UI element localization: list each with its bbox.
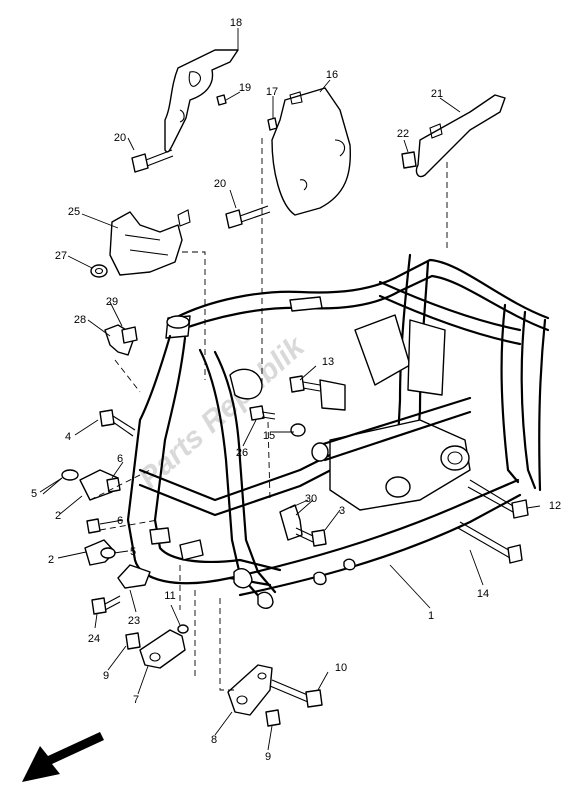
callout-4: 4: [65, 431, 71, 443]
callout-17: 17: [266, 86, 278, 98]
callout-30: 30: [305, 493, 317, 505]
part-23-bracket: [117, 564, 151, 589]
part-7-plate: [139, 629, 186, 669]
part-15-washer: [290, 423, 306, 437]
leader-lines: [39, 28, 541, 751]
assembly-lines: [89, 138, 448, 691]
callout-19: 19: [239, 82, 251, 94]
callout-9-lower: 9: [265, 751, 271, 763]
callout-2-upper: 2: [55, 510, 61, 522]
front-arrow-icon: [22, 732, 104, 782]
part-4-bolt: [99, 409, 136, 437]
callout-22: 22: [397, 128, 409, 140]
part-22-bolt: [401, 151, 417, 169]
callout-5-lower: 5: [130, 546, 136, 558]
part-20-bolt-lower: [225, 205, 271, 229]
part-25-bracket: [109, 211, 183, 276]
callout-20-upper: 20: [114, 132, 126, 144]
callout-2-lower: 2: [48, 554, 54, 566]
part-9-bolt-lower: [265, 709, 281, 727]
callout-3: 3: [339, 505, 345, 517]
callout-9-upper: 9: [103, 670, 109, 682]
callout-15: 15: [263, 430, 275, 442]
callout-7: 7: [133, 694, 139, 706]
callout-13: 13: [322, 356, 334, 368]
callout-1: 1: [428, 610, 434, 622]
part-24-bolt: [91, 595, 121, 615]
callout-11: 11: [164, 590, 175, 602]
callout-10: 10: [335, 662, 347, 674]
callout-14: 14: [477, 588, 489, 600]
callout-20-lower: 20: [214, 178, 226, 190]
part-20-bolt-upper: [131, 149, 174, 173]
part-9-bolt-upper: [125, 632, 141, 650]
main-frame: [126, 253, 550, 609]
part-6-bolt-upper: [106, 477, 121, 493]
callout-27: 27: [55, 250, 67, 262]
part-17-clip: [267, 117, 278, 131]
part-5-washer-lower: [100, 547, 116, 559]
callout-23: 23: [128, 615, 140, 627]
part-26-bolt: [249, 405, 276, 421]
part-10-bolt: [269, 679, 323, 708]
callout-24: 24: [88, 633, 100, 645]
watermark: Parts Republik: [133, 329, 312, 495]
callout-5-upper: 5: [31, 488, 37, 500]
callout-25: 25: [68, 206, 80, 218]
callout-labels: 18 19 17 16 21 22 20 20 25 27 29 28 4 13…: [31, 17, 561, 763]
part-13-bolt: [289, 375, 321, 393]
part-8-plate: [227, 664, 273, 716]
part-12-bolt: [467, 479, 529, 519]
part-3-bolt: [295, 527, 327, 547]
callout-6-lower: 6: [117, 515, 123, 527]
callout-16: 16: [326, 69, 338, 81]
callout-6-upper: 6: [117, 453, 123, 465]
part-6-bolt-lower: [86, 518, 101, 534]
callout-8: 8: [211, 734, 217, 746]
part-5-washer-upper: [61, 469, 79, 481]
callout-12: 12: [549, 500, 561, 512]
callout-21: 21: [431, 88, 443, 100]
part-27-nut: [90, 264, 108, 278]
part-30-plate: [279, 504, 303, 541]
callout-29: 29: [106, 296, 118, 308]
part-11-washer: [177, 624, 189, 634]
part-18-bracket: [164, 49, 239, 153]
part-16-cover: [271, 87, 352, 216]
part-21-stay: [415, 94, 506, 178]
callout-26: 26: [236, 447, 248, 459]
callout-18: 18: [230, 17, 242, 29]
part-19-clip: [216, 94, 227, 106]
callout-28: 28: [74, 314, 86, 326]
part-29-bolt: [121, 326, 138, 344]
part-14-bolt: [457, 521, 523, 564]
